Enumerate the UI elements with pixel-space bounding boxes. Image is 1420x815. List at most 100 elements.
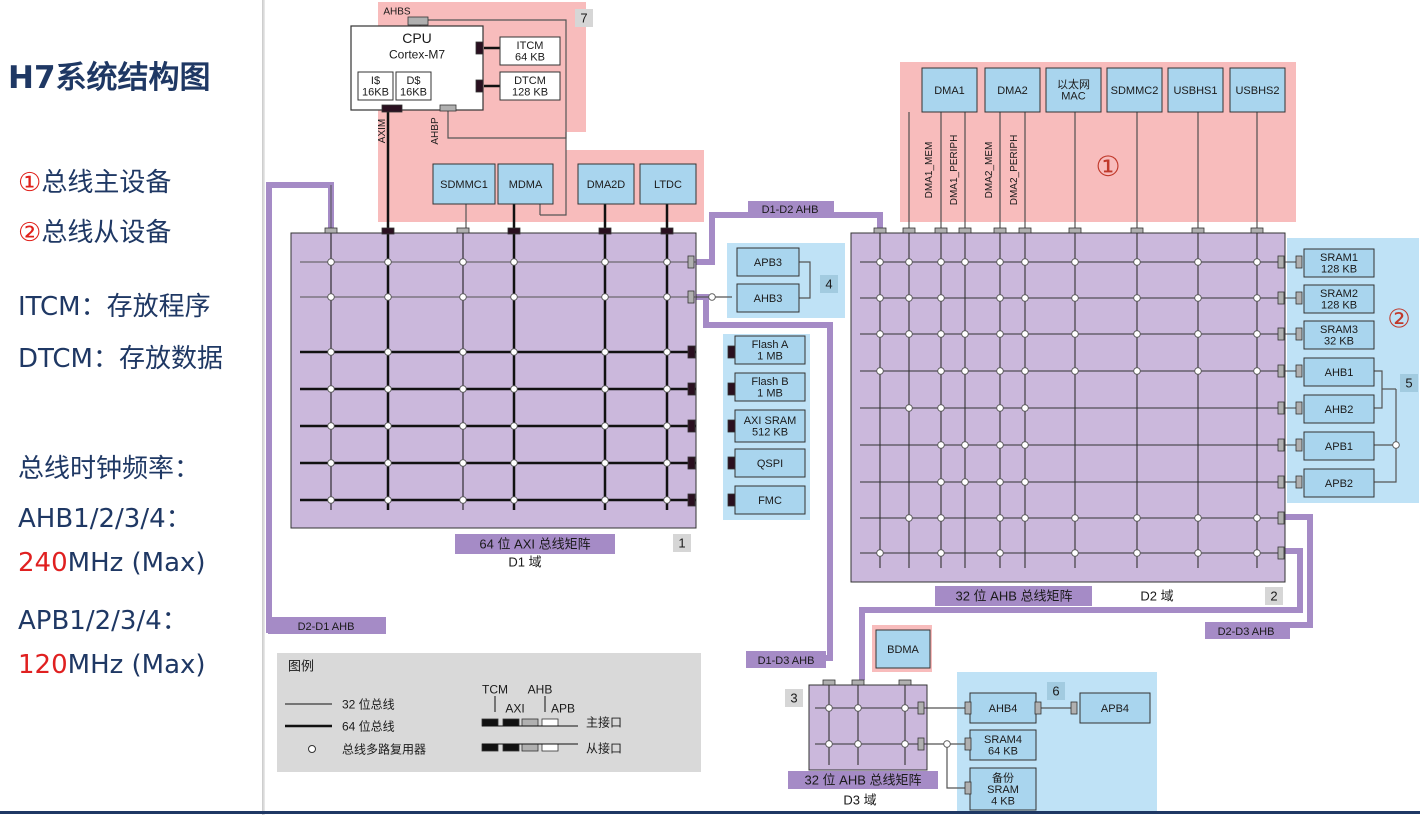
- d1-branch-node: [708, 293, 716, 301]
- masters-legend-item: ①总线主设备: [18, 162, 171, 199]
- d2-master-0: [921, 67, 978, 113]
- d1-slave-port: [687, 345, 696, 359]
- d1-master-sdmmc1: [432, 163, 496, 205]
- d1-mux-node: [384, 385, 392, 393]
- d2-mux-node: [937, 514, 945, 522]
- d1-mem-0: [734, 335, 806, 365]
- panel-divider: [262, 0, 265, 815]
- badge-2-label: 2: [1270, 589, 1277, 604]
- badge-4: [820, 275, 838, 293]
- d2-mux-node: [937, 294, 945, 302]
- link-d2-d3-label: D2-D3 AHB: [1218, 626, 1275, 638]
- badge-3: [785, 689, 803, 707]
- slave-port: [1295, 327, 1303, 341]
- slave-port: [1295, 364, 1303, 378]
- d2-mux-node: [1021, 441, 1029, 449]
- block-layer: [268, 9, 1418, 811]
- d1-master-port: [324, 227, 338, 234]
- notes-panel: H7系统结构图 ①总线主设备 ②总线从设备 ITCM：存放程序 DTCM：存放数…: [0, 0, 262, 815]
- d2-d1-label-bg: [268, 617, 386, 634]
- d3-dev-port: [964, 781, 972, 795]
- dtcm-port: [475, 79, 484, 93]
- legend-axi: AXI: [505, 701, 524, 715]
- axim-label: AXIM: [377, 119, 388, 143]
- d2-mux-node: [937, 367, 945, 375]
- d2-mux-node: [1194, 258, 1202, 266]
- d1-master-mdma: [497, 163, 554, 205]
- d1-mux-node: [459, 385, 467, 393]
- d1-mux-node: [384, 258, 392, 266]
- d2-mux-node: [996, 258, 1004, 266]
- d1-mux-node: [601, 385, 609, 393]
- badge-5: [1400, 374, 1418, 392]
- mdma-tcm-link: [540, 132, 567, 216]
- d2-mux-node: [905, 404, 913, 412]
- d2-mux-node: [1194, 367, 1202, 375]
- d2-mux-node: [1133, 549, 1141, 557]
- d3-caption-bg: [788, 771, 938, 789]
- d1-mux-node: [327, 258, 335, 266]
- d1-slave-port: [687, 493, 696, 507]
- dcache-block: [395, 71, 432, 101]
- ahb3-block-label: AHB3: [754, 293, 783, 305]
- d2-slave-1: [1303, 284, 1375, 314]
- d2-slave-5-label: APB1: [1325, 441, 1353, 453]
- d1-mux-node: [510, 348, 518, 356]
- badge-1: [673, 534, 691, 552]
- legend-apb: APB: [551, 701, 575, 715]
- d2-slave-port: [1277, 364, 1285, 378]
- slide-title: H7系统结构图: [8, 60, 211, 96]
- badge-4-label: 4: [825, 277, 832, 292]
- backup-sram-block: [969, 767, 1037, 811]
- d2-mux-node: [1071, 549, 1079, 557]
- slave-port: [1295, 291, 1303, 305]
- bdma-block-label: BDMA: [887, 644, 919, 656]
- d1-mux-node: [459, 348, 467, 356]
- legend-32bit-label: 32 位总线: [342, 696, 395, 711]
- d1-mux-node: [327, 496, 335, 504]
- d1-mux-node: [663, 293, 671, 301]
- slaves-label: 总线从设备: [41, 218, 172, 248]
- d2-master-port: [1250, 227, 1264, 234]
- d1-mux-node: [510, 459, 518, 467]
- d1-slave-port: [687, 290, 695, 304]
- legend-slave-swatch: [502, 743, 520, 752]
- d2-mux-node: [937, 404, 945, 412]
- d2-mux-node: [961, 330, 969, 338]
- d2-mux-node: [1194, 330, 1202, 338]
- d2-mux-node: [1021, 294, 1029, 302]
- d1-mux-node: [459, 293, 467, 301]
- d2-mux-node: [961, 367, 969, 375]
- d2-slave-4: [1303, 394, 1375, 424]
- d2-slave-4-label: AHB2: [1325, 404, 1354, 416]
- d2-mux-node: [905, 258, 913, 266]
- d2-mux-node: [1021, 367, 1029, 375]
- d3-mux-node: [901, 740, 909, 748]
- d3-mux-node: [854, 704, 862, 712]
- legend-slave-swatch: [541, 743, 559, 752]
- apb4-block-label: APB4: [1101, 703, 1129, 715]
- dma-port-label-1: DMA1_PERIPH: [949, 135, 960, 206]
- d3-master-port: [898, 679, 912, 686]
- d2-mux-node: [1133, 330, 1141, 338]
- d3-branch-node: [943, 740, 951, 748]
- d2-mux-node: [1253, 514, 1261, 522]
- d2-master-port: [1068, 227, 1082, 234]
- d2-mux-node: [1194, 549, 1202, 557]
- d2-slave-port: [1277, 546, 1285, 560]
- mem-port: [727, 382, 736, 396]
- d1-mux-node: [384, 496, 392, 504]
- d2-master-5-label: USBHS2: [1235, 85, 1279, 97]
- circle-1-marker: ①: [18, 168, 42, 198]
- sram4-block: [969, 729, 1037, 761]
- d2-master-0-label: DMA1: [934, 85, 965, 97]
- apb3-ahb3-link: [799, 261, 811, 299]
- d2-master-port: [934, 227, 948, 234]
